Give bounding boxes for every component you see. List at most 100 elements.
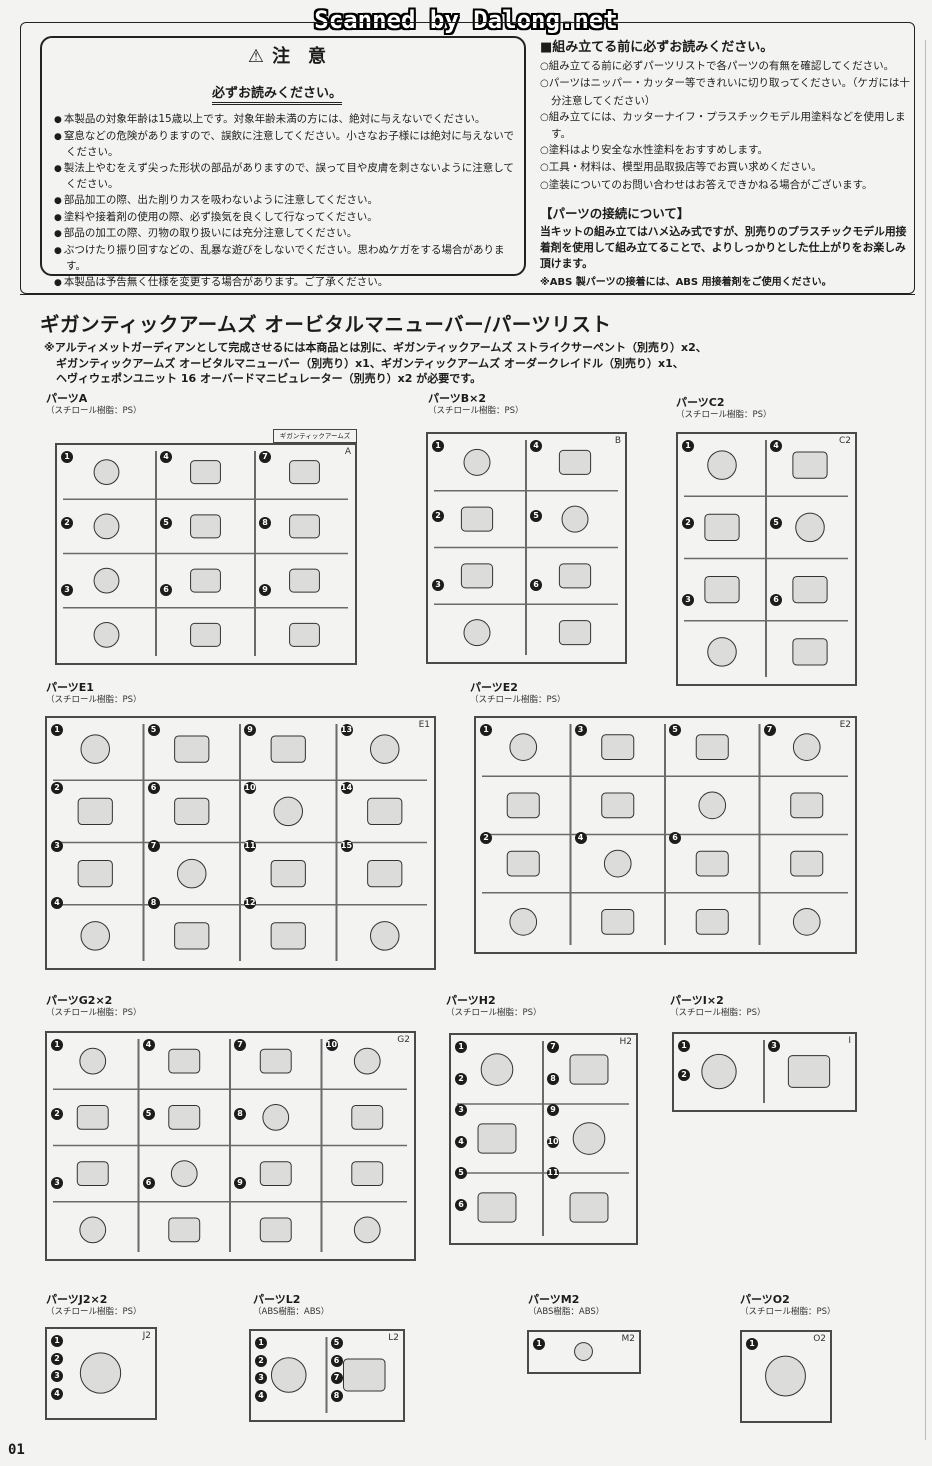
before-item: 工具・材料は、模型用品取扱店等でお買い求めください。 bbox=[540, 159, 910, 176]
part-silhouette bbox=[270, 1357, 307, 1393]
part-number-marker: 4 bbox=[255, 1389, 267, 1402]
part-number-marker: 1 bbox=[51, 1335, 63, 1347]
part-number-marker: 4 bbox=[142, 1039, 155, 1051]
part-number-marker: 11 bbox=[244, 839, 256, 852]
part-silhouette bbox=[174, 922, 210, 950]
runner-tag: A bbox=[344, 447, 351, 457]
runner-a-header: ギガンティックアームズ bbox=[273, 429, 357, 443]
part-material: （スチロール樹脂：PS） bbox=[46, 1307, 142, 1317]
before-assembly-list: 組み立てる前に必ずパーツリストで各パーツの有無を確認してください。 パーツはニッ… bbox=[540, 58, 910, 194]
part-number-marker: 9 bbox=[547, 1104, 559, 1116]
runner-sketch bbox=[701, 1040, 831, 1103]
part-label: パーツE2（スチロール樹脂：PS） bbox=[470, 682, 566, 706]
part-silhouette bbox=[351, 1104, 384, 1130]
part-name: パーツJ2×2 bbox=[46, 1293, 108, 1306]
runner-tag: C2 bbox=[838, 436, 851, 446]
part-number-marker: 1 bbox=[682, 440, 694, 452]
part-number-marker: 5 bbox=[530, 509, 542, 522]
part-number-marker: 4 bbox=[770, 440, 782, 452]
part-number-marker: 2 bbox=[455, 1072, 467, 1085]
part-silhouette bbox=[367, 859, 403, 888]
caution-title: 注 意 bbox=[272, 46, 327, 67]
part-silhouette bbox=[795, 512, 825, 543]
part-number-marker: 8 bbox=[330, 1389, 343, 1402]
part-material: （ABS樹脂：ABS） bbox=[253, 1307, 330, 1317]
part-silhouette bbox=[792, 733, 821, 761]
part-number-marker: 6 bbox=[455, 1198, 467, 1211]
caution-heading: ⚠注 意 bbox=[222, 42, 352, 68]
before-item: 組み立てる前に必ずパーツリストで各パーツの有無を確認してください。 bbox=[540, 58, 910, 75]
part-silhouette bbox=[273, 796, 304, 827]
part-number-marker: 1 bbox=[51, 1039, 63, 1051]
part-silhouette bbox=[353, 1216, 381, 1244]
part-number-marker: 2 bbox=[51, 1352, 63, 1365]
caution-box: ⚠注 意 必ずお読みください。 本製品の対象年齢は15歳以上です。対象年齢未満の… bbox=[40, 36, 526, 288]
part-silhouette bbox=[93, 567, 120, 594]
part-silhouette bbox=[259, 1048, 292, 1074]
part-material: （スチロール樹脂：PS） bbox=[470, 695, 566, 705]
part-silhouette bbox=[460, 506, 494, 532]
part-number-marker: 3 bbox=[51, 1177, 63, 1189]
runner-sketch bbox=[765, 1355, 806, 1397]
runner-tag: M2 bbox=[621, 1334, 636, 1344]
part-name: パーツA bbox=[46, 392, 88, 405]
part-number-marker: 8 bbox=[147, 897, 160, 910]
part-silhouette bbox=[601, 792, 635, 819]
part-number-marker: 7 bbox=[147, 839, 160, 852]
runner-sketch bbox=[684, 440, 848, 677]
runner-tag: L2 bbox=[388, 1333, 399, 1343]
part-number-marker: 12 bbox=[244, 897, 256, 910]
runner-sketch bbox=[574, 1342, 593, 1361]
runner-tag: G2 bbox=[397, 1035, 410, 1045]
part-silhouette bbox=[93, 459, 120, 486]
part-silhouette bbox=[76, 1161, 109, 1187]
before-assembly-section: 組み立てる前に必ずお読みください。 組み立てる前に必ずパーツリストで各パーツの有… bbox=[540, 40, 910, 291]
part-silhouette bbox=[270, 859, 306, 888]
part-silhouette bbox=[787, 1055, 831, 1088]
connection-title: 【パーツの接続について】 bbox=[540, 205, 690, 221]
part-number-marker: 6 bbox=[770, 594, 782, 606]
part-silhouette bbox=[707, 637, 737, 667]
part-silhouette bbox=[190, 568, 221, 593]
part-number-marker: 8 bbox=[234, 1108, 246, 1120]
part-silhouette bbox=[558, 563, 592, 589]
page-edge-line bbox=[925, 40, 926, 1440]
caution-item: ぶつけたり振り回すなどの、乱暴な遊びをしないでください。思わぬケガをする場合があ… bbox=[54, 243, 524, 275]
part-silhouette bbox=[270, 735, 306, 763]
part-name: パーツO2 bbox=[740, 1293, 790, 1306]
part-number-marker: 1 bbox=[51, 724, 63, 736]
part-silhouette bbox=[77, 797, 113, 826]
part-number-marker: 8 bbox=[547, 1072, 559, 1085]
part-silhouette bbox=[259, 1161, 292, 1187]
part-silhouette bbox=[190, 514, 221, 539]
part-silhouette bbox=[698, 791, 727, 820]
part-silhouette bbox=[569, 1192, 609, 1223]
part-silhouette bbox=[704, 575, 740, 604]
part-number-marker: 2 bbox=[678, 1068, 690, 1081]
part-silhouette bbox=[168, 1048, 201, 1074]
runner-sketch bbox=[53, 724, 427, 961]
part-silhouette bbox=[792, 451, 828, 479]
part-label: パーツC2（スチロール樹脂：PS） bbox=[676, 397, 772, 421]
scanner-watermark: Scanned by Dalong.net bbox=[314, 6, 618, 34]
part-silhouette bbox=[707, 450, 737, 480]
part-number-marker: 6 bbox=[530, 579, 542, 592]
part-silhouette bbox=[79, 1216, 107, 1244]
part-material: （スチロール樹脂：PS） bbox=[428, 406, 524, 416]
runner-sketch bbox=[482, 724, 848, 945]
runner-tag: E2 bbox=[839, 720, 851, 730]
part-number-marker: 6 bbox=[330, 1354, 343, 1367]
runner-sketch bbox=[457, 1041, 629, 1236]
part-number-marker: 4 bbox=[160, 451, 172, 463]
runner-sketch bbox=[63, 451, 348, 656]
part-number-marker: 10 bbox=[325, 1039, 338, 1051]
part-silhouette bbox=[353, 1047, 381, 1075]
part-silhouette bbox=[561, 505, 589, 533]
part-silhouette bbox=[463, 619, 491, 647]
part-silhouette bbox=[704, 513, 740, 542]
part-silhouette bbox=[790, 792, 824, 819]
part-silhouette bbox=[477, 1192, 517, 1223]
part-number-marker: 2 bbox=[51, 781, 63, 794]
note-line: ヘヴィウェポンユニット 16 オーバードマニピュレーター（別売り）x2 が必要で… bbox=[56, 372, 482, 385]
